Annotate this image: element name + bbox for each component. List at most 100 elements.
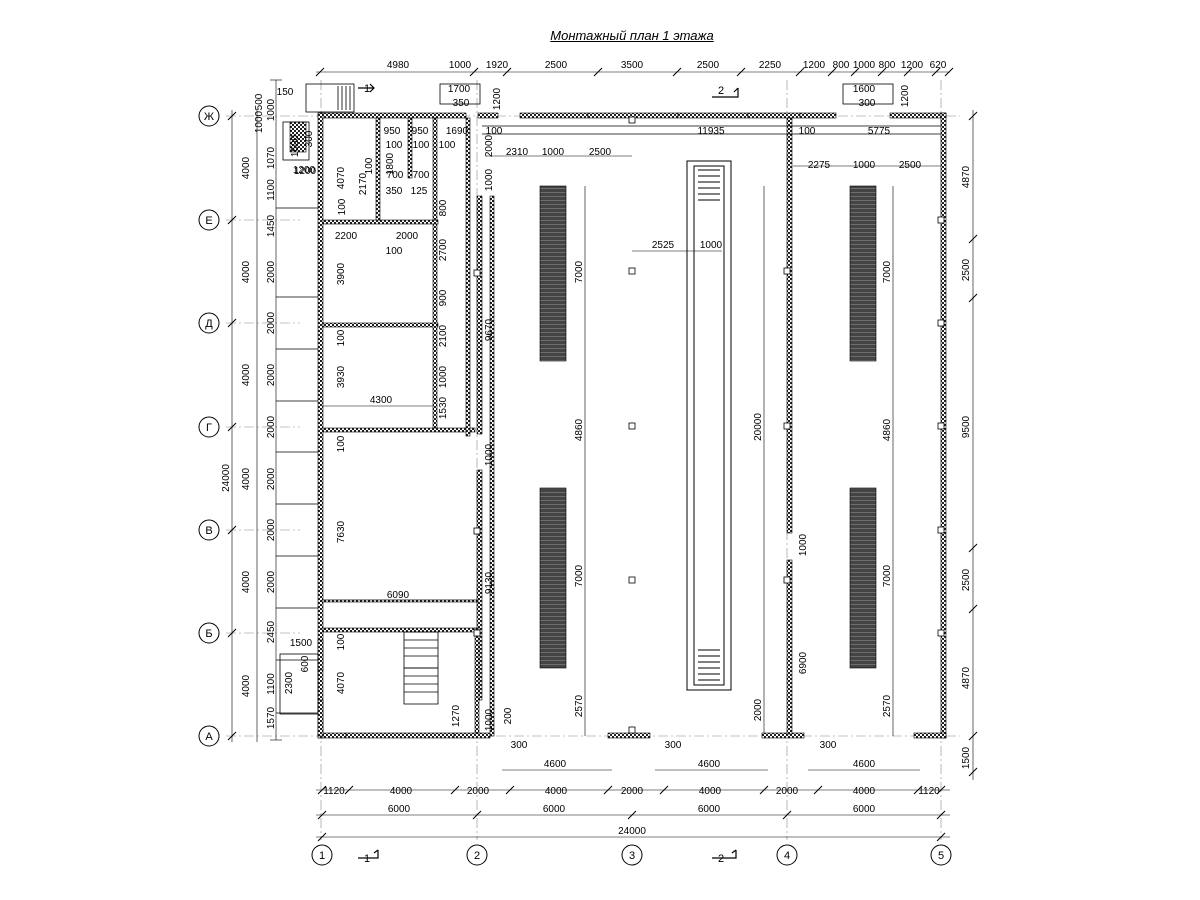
dim-text: 2000 [266,467,277,490]
axis-col-label: 1 [319,850,325,862]
dim-text: 6900 [798,651,809,674]
dim-text: 1200 [293,165,316,176]
dim-text: 2000 [621,786,644,797]
dim-text: 800 [879,60,896,71]
dim-text: 100 [413,140,430,151]
dim-text: 4600 [544,759,567,770]
dim-text: 2570 [882,694,893,717]
dim-text: 4870 [961,165,972,188]
dim-text: 24000 [618,826,646,837]
dim-text: 1570 [266,706,277,729]
dim-text: 11935 [697,126,725,137]
axis-row-label: Е [205,215,212,227]
axis-row-label: Г [206,422,212,434]
axis-row-d [198,312,220,334]
dim-text: 3900 [336,262,347,285]
dim-text: 7000 [882,260,893,283]
dim-text: 6090 [387,590,410,601]
dim-text: 100 [337,198,348,215]
dim-text: 4000 [241,674,252,697]
dim-text: 1500 [290,638,313,649]
axis-row-label: Б [205,628,212,640]
dim-text: 1690 [446,126,469,137]
dim-text: 2500 [589,147,612,158]
dim-text: 2200 [335,231,358,242]
dim-text: 2500 [961,568,972,591]
dim-text: 1120 [918,786,940,797]
dim-text: 2500 [697,60,720,71]
dim-text: 4000 [390,786,413,797]
dim-text: 9130 [484,571,495,594]
dim-text: 2000 [266,311,277,334]
axis-row-label: А [205,731,213,743]
section-mark-label: 2 [718,85,724,97]
walls [289,112,947,739]
dim-text: 4860 [574,418,585,441]
axis-col-3 [621,844,643,866]
axis-row-e [198,209,220,231]
dim-text: 500 [254,93,265,110]
dim-text: 1000 [798,533,809,556]
axis-col-4 [776,844,798,866]
dim-text: 2500 [545,60,568,71]
dim-text: 2000 [484,134,495,157]
dim-text: 1000 [853,160,876,171]
dim-text: 125 [411,186,428,197]
dim-text: 950 [412,126,429,137]
dim-text: 100 [486,126,503,137]
dim-text: 1000 [438,365,449,388]
dim-text: 100 [364,157,375,174]
central-pit [686,160,732,691]
dim-text: 100 [799,126,816,137]
dim-text: 2000 [266,570,277,593]
dim-text: 100 [336,329,347,346]
axis-row-label: Д [205,318,213,330]
axis-col-5 [930,844,952,866]
dim-text: 1200 [492,87,503,110]
dim-text: 1000 [484,168,495,191]
dim-text: 300 [665,740,682,751]
axis-col-2 [466,844,488,866]
dim-text: 1000 [542,147,565,158]
dim-text: 9500 [961,415,972,438]
dim-text: 4870 [961,666,972,689]
dim-text: 4000 [241,570,252,593]
dim-text: 4600 [698,759,721,770]
axis-col-label: 5 [938,850,944,862]
dim-text: 2250 [759,60,782,71]
dim-text: 1700 [448,84,471,95]
dim-text: 6000 [853,804,876,815]
dim-text: 2000 [776,786,799,797]
dim-text: 4000 [241,363,252,386]
section-mark-label: 1 [364,853,370,865]
dim-text: 1920 [486,60,509,71]
dim-text: 7630 [336,520,347,543]
dim-text: 1000 [484,443,495,466]
axis-row-v [198,519,220,541]
equipment-blocks [539,185,877,669]
axis-row-zh [198,105,220,127]
dim-text: 2500 [961,258,972,281]
page-title: Монтажный план 1 этажа [550,28,714,43]
axis-row-g [198,416,220,438]
dim-text: 2170 [358,172,369,195]
dim-text: 7000 [882,564,893,587]
dim-text: 4600 [853,759,876,770]
dim-text: 1200 [803,60,826,71]
dim-text: 800 [438,199,449,216]
axis-row-label: Ж [204,111,214,123]
dim-text: 1800 [385,152,396,175]
dim-text: 4000 [241,467,252,490]
dim-text: 300 [304,130,315,147]
dim-text: 2500 [899,160,922,171]
dim-text: 100 [386,246,403,257]
dim-text: 150 [277,87,294,98]
dim-text: 4300 [370,395,393,406]
dim-text: 100 [336,633,347,650]
dim-text: 2570 [574,694,585,717]
dim-text: 2100 [438,324,449,347]
dim-text: 2700 [438,238,449,261]
section-marks [358,83,739,859]
dim-text: 2000 [753,698,764,721]
